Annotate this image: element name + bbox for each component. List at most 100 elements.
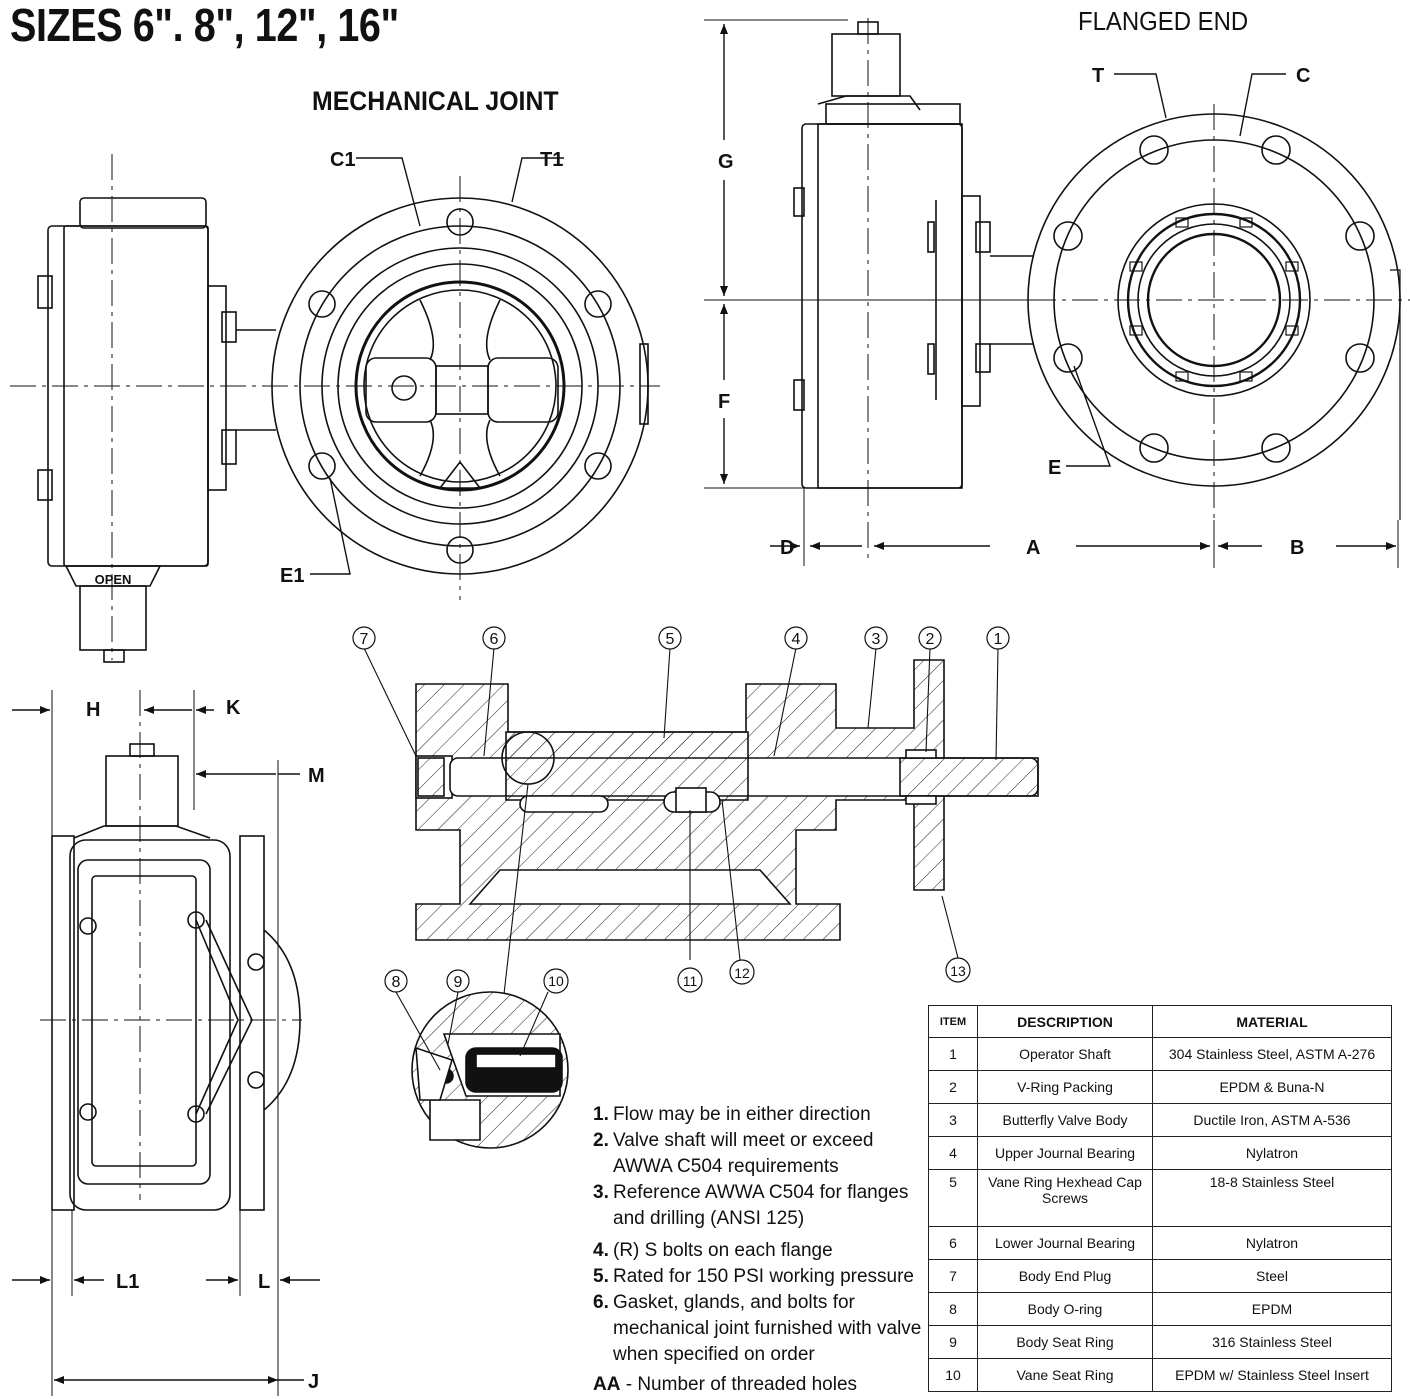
dim-label-b: B (1290, 537, 1304, 559)
note-5: 5.Rated for 150 PSI working pressure (593, 1264, 923, 1290)
section-view (415, 659, 1039, 941)
balloon-1: 1 (994, 631, 1003, 648)
cell-item: 5 (928, 1169, 978, 1227)
dim-label-j: J (308, 1371, 319, 1393)
cell-description: Vane Seat Ring (977, 1358, 1153, 1392)
dim-label-c: C (1296, 65, 1310, 87)
flanged-end-callouts (1066, 73, 1286, 467)
cell-description: V-Ring Packing (977, 1070, 1153, 1104)
note-text: Rated for 150 PSI working pressure (613, 1266, 914, 1287)
flanged-end-side-view (704, 18, 1034, 560)
cell-item: 8 (928, 1292, 978, 1326)
cell-description: Upper Journal Bearing (977, 1136, 1153, 1170)
note-text: Reference AWWA C504 for flanges and dril… (613, 1182, 909, 1229)
dim-label-l1: L1 (116, 1271, 139, 1293)
lower-left-side-view (40, 690, 302, 1396)
cell-description: Operator Shaft (977, 1037, 1153, 1071)
dim-label-h: H (86, 699, 100, 721)
cell-description: Body Seat Ring (977, 1325, 1153, 1359)
dim-label-g: G (718, 151, 734, 173)
note-number: 6. (593, 1292, 609, 1313)
cell-material: Steel (1152, 1259, 1392, 1293)
note-aa-text: - Number of threaded holes (620, 1374, 858, 1395)
note-6: 6.Gasket, glands, and bolts for mechanic… (593, 1290, 923, 1368)
note-2: 2.Valve shaft will meet or exceed AWWA C… (593, 1128, 923, 1180)
cell-material: Nylatron (1152, 1226, 1392, 1260)
cell-item: 3 (928, 1103, 978, 1137)
cell-description: Body End Plug (977, 1259, 1153, 1293)
dim-label-e: E (1048, 457, 1061, 479)
dim-label-f: F (718, 391, 730, 413)
detail-leaders (395, 991, 549, 1071)
notes-list: 1.Flow may be in either direction 2.Valv… (593, 1102, 923, 1398)
cell-description: Butterfly Valve Body (977, 1103, 1153, 1137)
cell-item: 9 (928, 1325, 978, 1359)
detail-view (411, 991, 569, 1149)
balloon-7: 7 (360, 631, 369, 648)
cell-item: 4 (928, 1136, 978, 1170)
cell-material: 304 Stainless Steel, ASTM A-276 (1152, 1037, 1392, 1071)
mechanical-joint-view: OPEN (10, 154, 660, 663)
lower-left-dimensions (12, 706, 320, 1384)
cell-description: Lower Journal Bearing (977, 1226, 1153, 1260)
cell-description: Body O-ring (977, 1292, 1153, 1326)
cell-material: Nylatron (1152, 1136, 1392, 1170)
balloon-6: 6 (490, 631, 499, 648)
dim-label-t1: T1 (540, 149, 563, 171)
cell-material: EPDM w/ Stainless Steel Insert (1152, 1358, 1392, 1392)
view-title-mechanical-joint: MECHANICAL JOINT (312, 86, 559, 116)
note-number: 4. (593, 1240, 609, 1261)
note-1: 1.Flow may be in either direction (593, 1102, 923, 1128)
cell-item: 2 (928, 1070, 978, 1104)
note-text: Gasket, glands, and bolts for mechanical… (613, 1292, 922, 1365)
header-material: MATERIAL (1152, 1005, 1392, 1038)
balloon-3: 3 (872, 631, 881, 648)
view-title-flanged-end: FLANGED END (1078, 6, 1249, 36)
note-3: 3.Reference AWWA C504 for flanges and dr… (593, 1180, 923, 1232)
balloon-4: 4 (792, 631, 801, 648)
balloon-9: 9 (454, 974, 463, 991)
balloon-5: 5 (666, 631, 675, 648)
dim-label-d: D (780, 537, 794, 559)
balloon-12: 12 (734, 965, 750, 981)
balloon-10: 10 (548, 973, 564, 989)
note-number: 5. (593, 1266, 609, 1287)
balloon-13: 13 (950, 963, 966, 979)
operator-open-label: OPEN (95, 572, 132, 587)
mj-operator-indicator (64, 565, 162, 587)
note-aa: AA - Number of threaded holes (593, 1372, 923, 1398)
dim-label-l: L (258, 1271, 270, 1293)
cell-item: 6 (928, 1226, 978, 1260)
table-header-row: ITEM DESCRIPTION MATERIAL (928, 1005, 1392, 1038)
balloon-8: 8 (392, 974, 401, 991)
balloon-11: 11 (683, 973, 698, 989)
note-aa-key: AA (593, 1374, 621, 1395)
note-text: Valve shaft will meet or exceed AWWA C50… (613, 1130, 874, 1177)
cell-item: 10 (928, 1358, 978, 1392)
page-title: SIZES 6". 8", 12", 16" (10, 0, 399, 51)
note-number: 1. (593, 1104, 609, 1125)
cell-item: 7 (928, 1259, 978, 1293)
dim-label-m: M (308, 765, 325, 787)
cell-material: EPDM & Buna-N (1152, 1070, 1392, 1104)
note-text: Flow may be in either direction (613, 1104, 871, 1125)
note-4: 4.(R) S bolts on each flange (593, 1238, 923, 1264)
dim-label-k: K (226, 697, 241, 719)
note-number: 3. (593, 1182, 609, 1203)
balloon-2: 2 (926, 631, 935, 648)
flanged-end-front-view (1027, 104, 1410, 568)
cell-material: EPDM (1152, 1292, 1392, 1326)
cell-description: Vane Ring Hexhead Cap Screws (977, 1169, 1153, 1227)
dim-label-c1: C1 (330, 149, 356, 171)
